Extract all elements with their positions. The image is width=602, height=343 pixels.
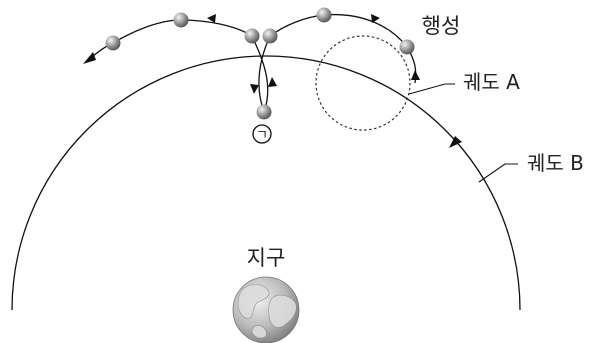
path-arrow-orbit-a bbox=[411, 70, 420, 80]
path-arrow-upper-right bbox=[371, 14, 380, 23]
orbit-a-circle bbox=[315, 35, 411, 131]
earth-globe-icon bbox=[232, 276, 300, 343]
orbit-b-path bbox=[11, 55, 521, 311]
planet-label: 행성 bbox=[422, 14, 461, 38]
planet-2 bbox=[173, 12, 189, 28]
path-arrow-left bbox=[83, 52, 96, 64]
planet-5 bbox=[316, 7, 332, 23]
path-arrow-loop-down bbox=[250, 84, 259, 94]
path-arrow-upper-left bbox=[207, 14, 216, 23]
planet-6 bbox=[399, 39, 415, 55]
planet-1 bbox=[105, 35, 121, 51]
point-marker-label: ㄱ bbox=[256, 128, 268, 143]
orbit-a-label: 궤도 A bbox=[463, 70, 520, 94]
planet-4 bbox=[262, 28, 278, 44]
orbit-b-leader bbox=[478, 163, 518, 183]
point-marker-circle bbox=[252, 124, 272, 144]
orbit-b-label: 궤도 B bbox=[527, 151, 584, 175]
path-arrow-loop-up bbox=[268, 77, 277, 87]
planet-3 bbox=[244, 28, 260, 44]
earth-label: 지구 bbox=[247, 246, 286, 270]
planet-7-point-g bbox=[256, 104, 272, 120]
orbit-a-leader bbox=[408, 83, 455, 95]
orbit-b-arrow bbox=[449, 136, 462, 148]
